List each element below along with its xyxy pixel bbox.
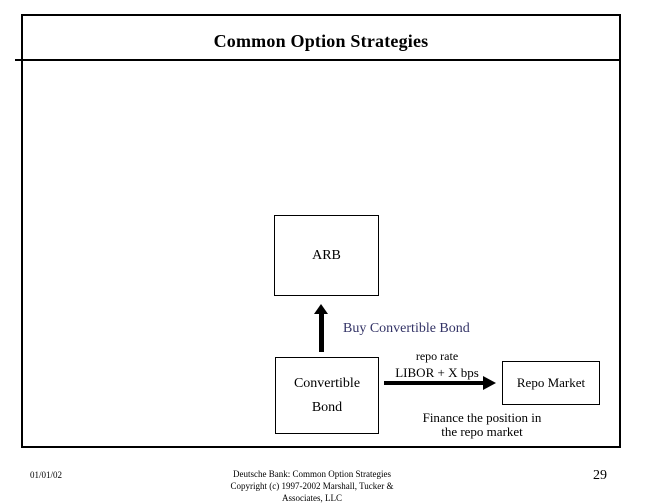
buy-arrow-up-icon: [314, 304, 328, 314]
footer-copyright: Deutsche Bank: Common Option Strategies …: [212, 468, 412, 504]
buy-arrow-shaft: [319, 313, 324, 352]
finance-position-label: Finance the position in the repo market: [402, 411, 562, 439]
finance-position-label-line1: Finance the position in: [422, 410, 542, 425]
footer-copyright-line3: Associates, LLC: [282, 493, 342, 503]
footer-copyright-line1: Deutsche Bank: Common Option Strategies: [233, 469, 391, 479]
node-convertible-bond-label-line2: Bond: [311, 399, 343, 415]
slide-title: Common Option Strategies: [213, 31, 429, 51]
buy-convertible-bond-label: Buy Convertible Bond: [343, 321, 470, 336]
footer-date: 01/01/02: [30, 470, 63, 480]
node-convertible-bond: Convertible Bond: [275, 357, 379, 434]
repo-rate-label-line2: LIBOR + X bps: [395, 365, 479, 380]
node-arb-label: ARB: [312, 247, 341, 263]
node-convertible-bond-label-line1: Convertible: [293, 375, 361, 391]
footer-copyright-line2: Copyright (c) 1997-2002 Marshall, Tucker…: [230, 481, 394, 491]
repo-rate-label-line1: repo rate: [415, 349, 459, 363]
node-repo-market-label: Repo Market: [516, 375, 586, 390]
page-number: 29: [593, 468, 607, 483]
title-underline: [15, 59, 621, 61]
repo-arrow-shaft: [384, 381, 483, 385]
node-repo-market: Repo Market: [502, 361, 600, 405]
node-arb: ARB: [274, 215, 379, 296]
finance-position-label-line2: the repo market: [441, 424, 523, 439]
repo-arrow-right-icon: [483, 376, 496, 390]
